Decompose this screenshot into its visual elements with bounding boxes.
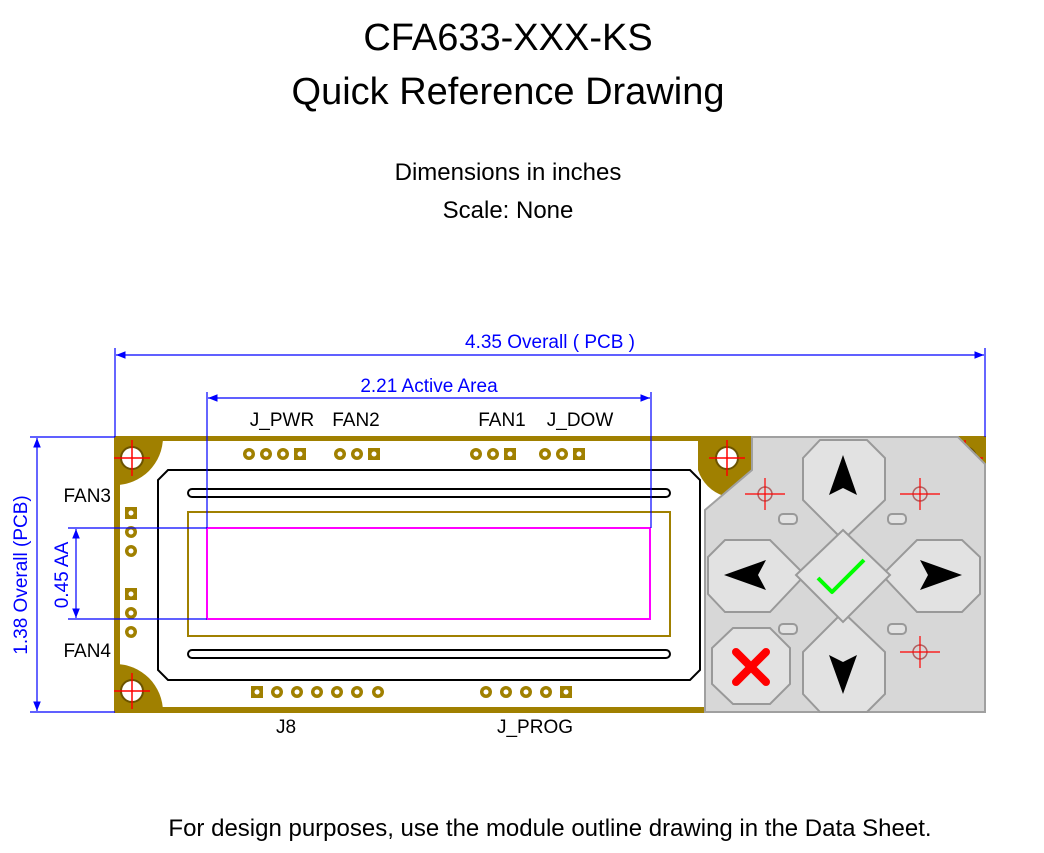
label-fan1: FAN1: [478, 410, 526, 431]
connector-j-prog: [480, 686, 572, 698]
footer-note: For design purposes, use the module outl…: [168, 815, 932, 842]
connector-j-pwr: [243, 448, 306, 460]
keypad: [704, 436, 986, 713]
label-j8: J8: [276, 717, 296, 738]
dimension-active-area-width: [206, 392, 652, 528]
scale-note: Scale: None: [442, 197, 574, 224]
connector-fan3: [125, 507, 137, 557]
connector-fan1: [470, 448, 516, 460]
up-arrow-icon: [829, 455, 857, 495]
lcd-bezel: [157, 469, 701, 681]
down-arrow-icon: [829, 655, 857, 694]
label-fan4: FAN4: [63, 641, 111, 662]
check-icon: [816, 558, 866, 594]
connector-fan4: [125, 588, 137, 638]
label-j-pwr: J_PWR: [250, 410, 314, 431]
label-fan3: FAN3: [63, 486, 111, 507]
dimension-active-area-height: [68, 527, 207, 620]
active-area: [206, 527, 651, 620]
key-up: [802, 439, 886, 542]
connector-j-dow: [539, 448, 585, 460]
dimension-overall-height: [30, 436, 115, 713]
drawing-subtitle: Quick Reference Drawing: [291, 71, 725, 113]
overall-height-label: 1.38 Overall (PCB): [11, 495, 32, 654]
key-enter: [794, 528, 892, 624]
active-area-width-label: 2.21 Active Area: [360, 376, 498, 397]
cancel-x-icon: [732, 648, 770, 686]
overall-width-label: 4.35 Overall ( PCB ): [465, 332, 635, 353]
label-j-prog: J_PROG: [497, 717, 573, 738]
dimension-overall-width: [114, 348, 986, 437]
label-fan2: FAN2: [332, 410, 380, 431]
mounting-hole-top-left: [114, 437, 163, 485]
right-arrow-icon: [920, 560, 962, 590]
drawing-title: CFA633-XXX-KS: [363, 17, 653, 59]
left-arrow-icon: [724, 560, 766, 590]
connector-fan2: [334, 448, 380, 460]
active-area-height-label: 0.45 AA: [52, 541, 73, 608]
mounting-hole-bottom-left: [114, 664, 163, 712]
label-j-dow: J_DOW: [547, 410, 614, 431]
units-note: Dimensions in inches: [394, 159, 622, 186]
connector-j8: [251, 686, 384, 698]
